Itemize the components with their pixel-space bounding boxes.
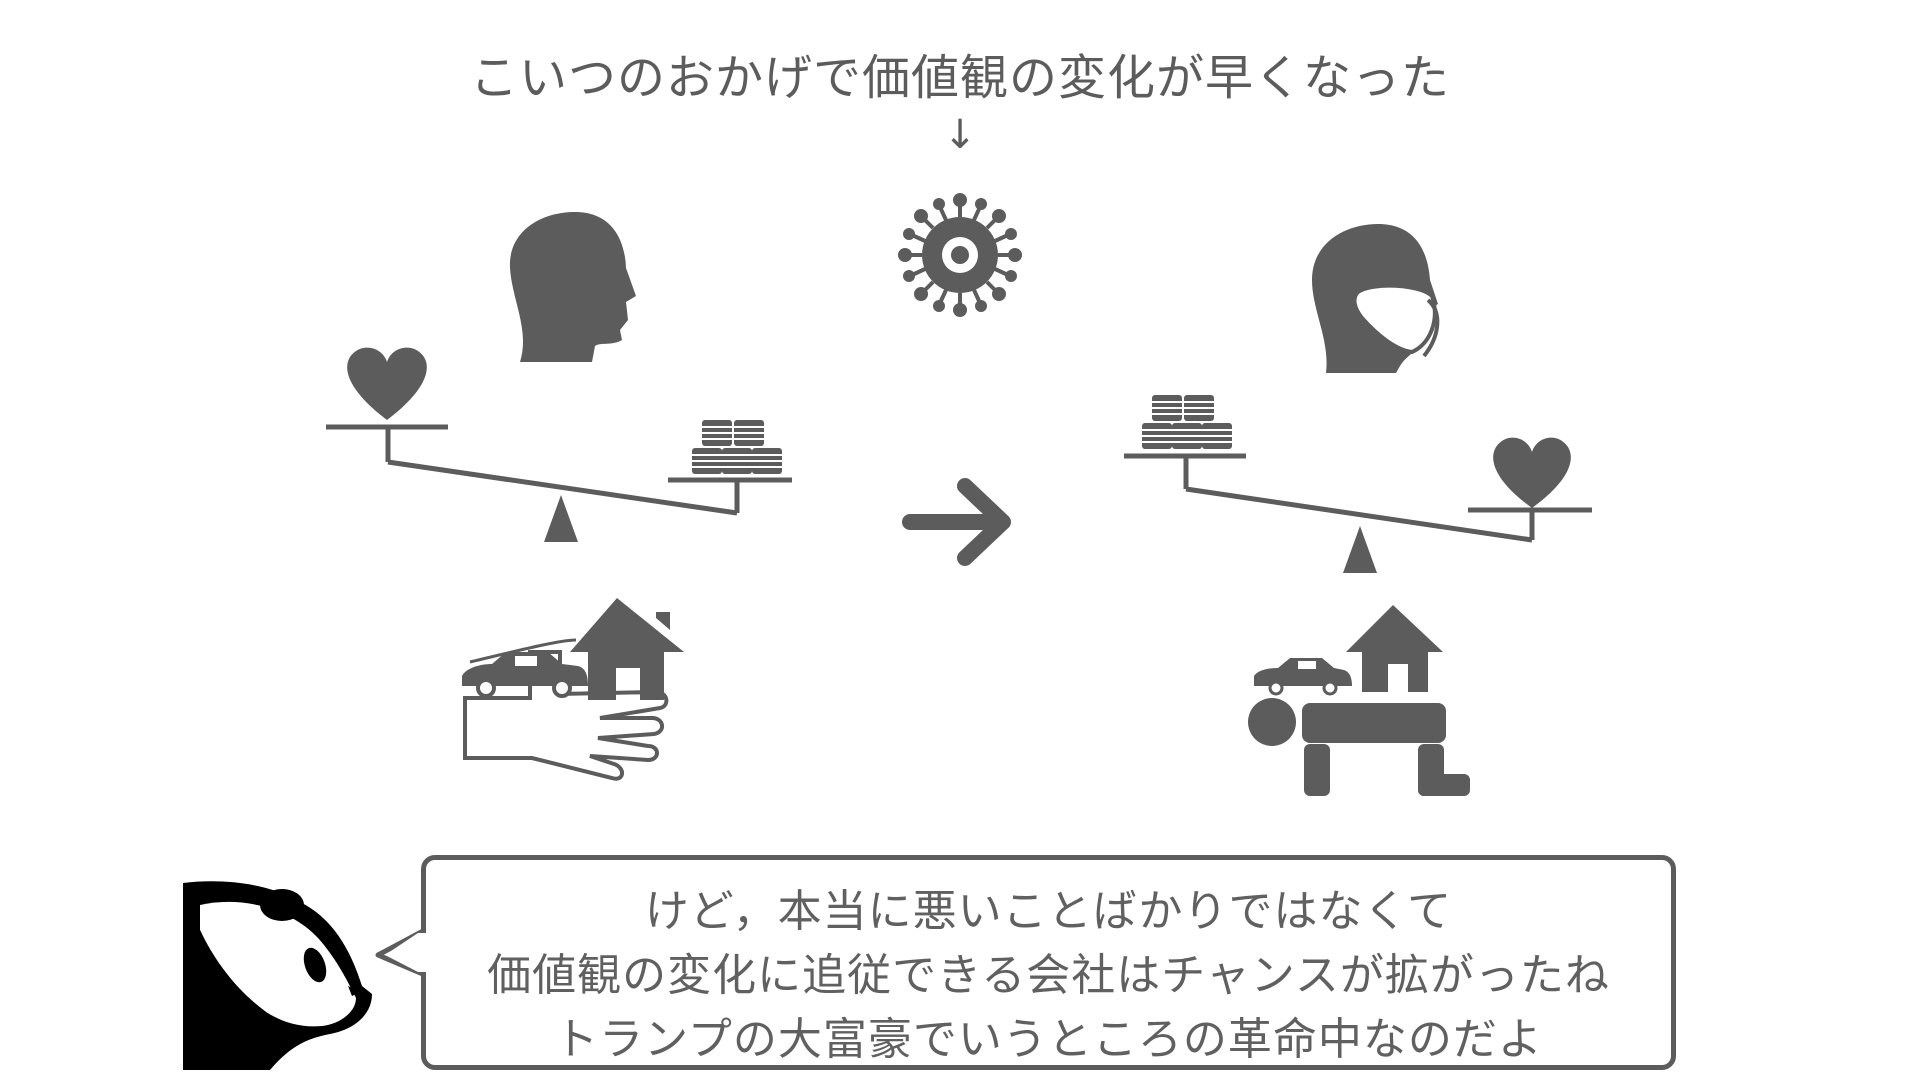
heart-icon xyxy=(1493,437,1571,508)
face-mask xyxy=(1352,283,1437,355)
hand-icon xyxy=(463,650,669,781)
right-arrow-icon xyxy=(902,478,1011,566)
balance-scale-icon xyxy=(326,424,792,516)
speech-bubble-tail xyxy=(375,927,428,978)
car-icon xyxy=(1254,658,1352,686)
house-icon xyxy=(570,598,684,700)
coins-icon xyxy=(1141,394,1233,450)
heart-icon xyxy=(347,347,427,420)
scale-pivot xyxy=(1343,526,1377,573)
coins-icon xyxy=(691,419,783,475)
head-icon xyxy=(509,212,636,362)
car-icon xyxy=(462,652,588,686)
virus-icon xyxy=(898,193,1022,317)
speech-line-3: トランプの大富豪でいうところの革命中なのだよ xyxy=(554,1014,1543,1065)
panda-icon xyxy=(183,881,372,1070)
scale-pivot xyxy=(544,495,578,542)
speech-line-1: けど，本当に悪いことばかりではなくて xyxy=(644,886,1453,937)
balance-scale-icon xyxy=(1124,453,1592,543)
down-arrow-icon: ↓ xyxy=(943,112,977,158)
house-icon xyxy=(1346,605,1443,692)
heading: こいつのおかげで価値観の変化が早くなった xyxy=(469,50,1450,106)
speech-line-2: 価値観の変化に追従できる会社はチャンスが拡がったね xyxy=(487,950,1610,1001)
prostrate-person-icon xyxy=(1248,698,1470,796)
speech-bubble: けど，本当に悪いことばかりではなくて 価値観の変化に追従できる会社はチャンスが拡… xyxy=(421,855,1676,1070)
